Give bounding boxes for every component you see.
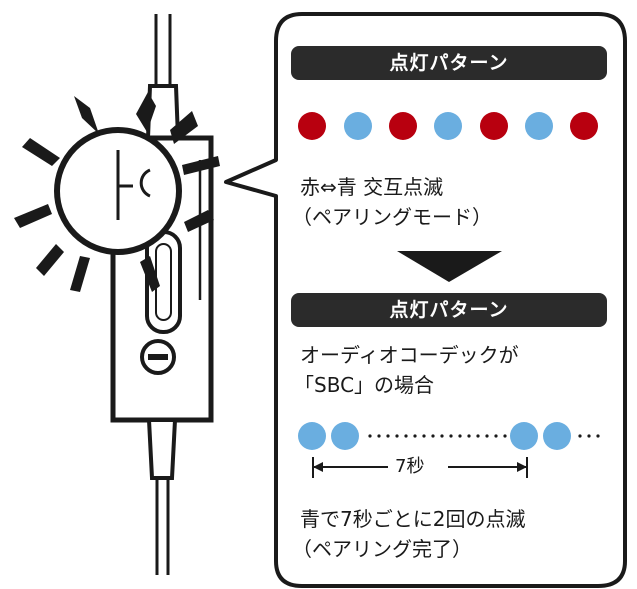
pattern2-description: 青で7秒ごとに2回の点滅 [300, 507, 526, 531]
pattern2-status: （ペアリング完了） [292, 537, 472, 561]
blink-timeline-dots [368, 434, 600, 438]
light-burst-icon [14, 92, 220, 292]
pattern2-dot-1 [298, 422, 326, 450]
pattern2-codec: 「SBC」の場合 [294, 373, 435, 397]
pattern2-header: 点灯パターン [291, 293, 607, 327]
led-detail [116, 150, 151, 220]
pattern1-dot-1 [298, 112, 326, 140]
pattern1-dot-3 [389, 112, 417, 140]
pattern2-dot-4 [543, 422, 571, 450]
pattern1-header: 点灯パターン [291, 46, 607, 80]
pattern2-dot-2 [331, 422, 359, 450]
pattern1-dot-5 [480, 112, 508, 140]
interval-label: 7秒 [395, 456, 425, 477]
pattern1-mode: （ペアリングモード） [292, 205, 492, 229]
cable-strain-relief-bottom [146, 418, 178, 480]
pattern1-description: 赤⇔青 交互点滅 [300, 175, 444, 199]
interval-bracket [312, 457, 528, 478]
pattern2-condition: オーディオコーデックが [300, 343, 519, 367]
minus-button-icon [140, 339, 176, 375]
pattern1-dot-2 [344, 112, 372, 140]
cable-top [154, 14, 172, 86]
pattern2-dot-3 [510, 422, 538, 450]
pattern1-dot-4 [434, 112, 462, 140]
cable-bottom [155, 478, 170, 575]
pattern1-dot-7 [570, 112, 598, 140]
pattern1-dot-6 [525, 112, 553, 140]
arrow-down-icon [397, 251, 502, 282]
